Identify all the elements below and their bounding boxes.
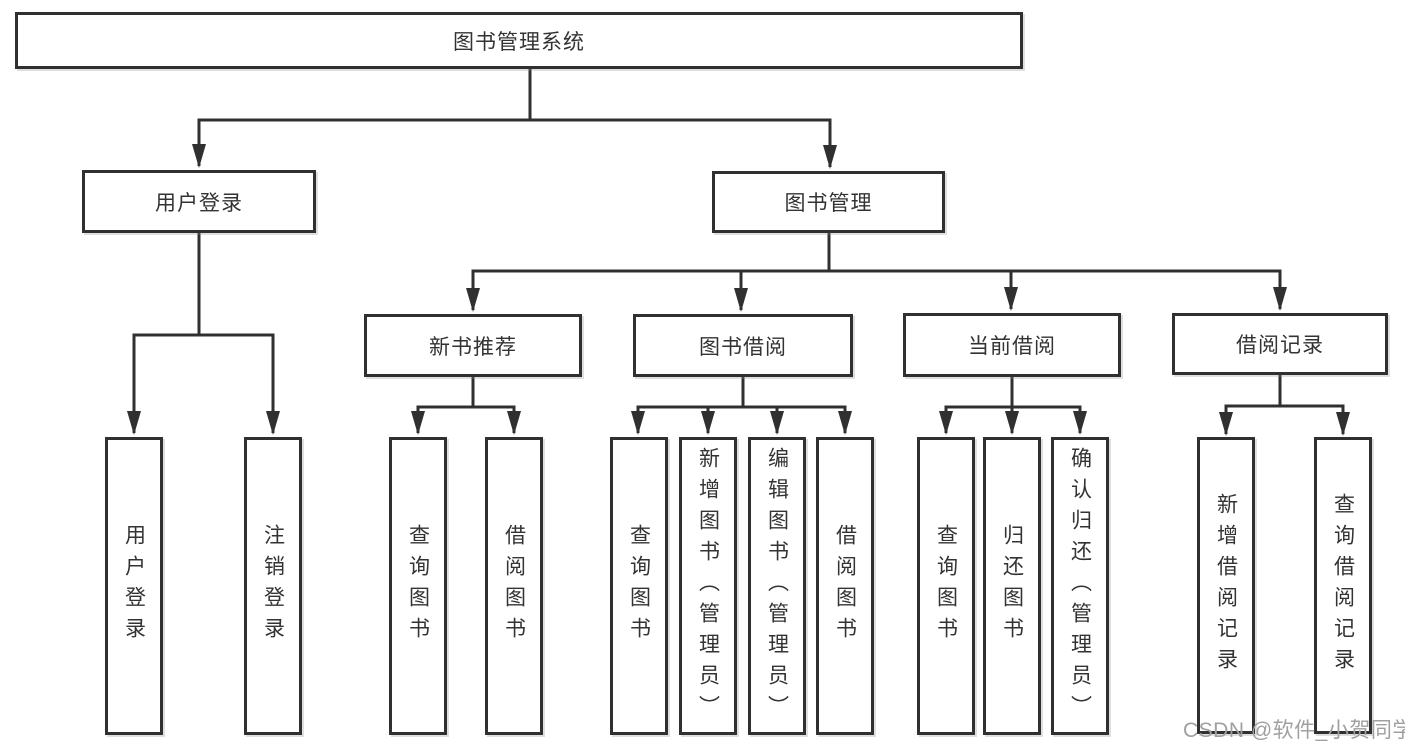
node-borrowing-records: 借阅记录 xyxy=(1172,313,1388,375)
csdn-watermark: CSDN @软件_小贺同学 xyxy=(1183,719,1405,742)
leaf-bb-borrow-books: 借阅图书 xyxy=(816,437,874,735)
leaf-cb-return-books-label: 归还图书 xyxy=(1000,524,1024,648)
leaf-user-login-label: 用户登录 xyxy=(122,524,146,648)
leaf-bb-edit-books-admin: 编辑图书（管理员） xyxy=(748,437,806,735)
node-borrowing-records-label: 借阅记录 xyxy=(1236,334,1324,357)
node-current-borrowing-label: 当前借阅 xyxy=(968,335,1056,358)
node-book-management: 图书管理 xyxy=(712,171,945,233)
leaf-br-query-record: 查询借阅记录 xyxy=(1314,437,1372,734)
node-root-label: 图书管理系统 xyxy=(453,30,585,54)
leaf-cb-confirm-return-admin-label: 确认归还（管理员） xyxy=(1068,446,1092,726)
leaf-br-query-record-label: 查询借阅记录 xyxy=(1331,492,1355,679)
leaf-nb-query-books: 查询图书 xyxy=(389,437,447,735)
leaf-cb-query-books-label: 查询图书 xyxy=(934,524,958,648)
leaf-logout: 注销登录 xyxy=(244,437,302,735)
node-current-borrowing: 当前借阅 xyxy=(903,313,1121,377)
leaf-br-add-record: 新增借阅记录 xyxy=(1197,437,1255,734)
leaf-logout-label: 注销登录 xyxy=(261,524,285,648)
leaf-br-add-record-label: 新增借阅记录 xyxy=(1214,492,1238,679)
leaf-nb-borrow-books: 借阅图书 xyxy=(485,437,543,735)
leaf-bb-query-books-label: 查询图书 xyxy=(627,524,651,648)
leaf-cb-query-books: 查询图书 xyxy=(917,437,975,735)
leaf-cb-return-books: 归还图书 xyxy=(983,437,1041,735)
node-book-borrowing: 图书借阅 xyxy=(633,314,853,377)
leaf-user-login: 用户登录 xyxy=(105,437,163,735)
node-book-management-label: 图书管理 xyxy=(784,192,873,215)
node-new-book-recommendation: 新书推荐 xyxy=(364,314,582,377)
leaf-bb-edit-books-admin-label: 编辑图书（管理员） xyxy=(765,446,789,726)
leaf-bb-add-books-admin-label: 新增图书（管理员） xyxy=(696,446,720,726)
node-new-book-recommendation-label: 新书推荐 xyxy=(429,335,517,359)
leaf-bb-query-books: 查询图书 xyxy=(610,437,668,735)
leaf-bb-add-books-admin: 新增图书（管理员） xyxy=(679,437,737,735)
leaf-cb-confirm-return-admin: 确认归还（管理员） xyxy=(1051,437,1109,735)
node-user-login: 用户登录 xyxy=(82,170,316,233)
node-user-login-label: 用户登录 xyxy=(155,191,243,215)
node-root: 图书管理系统 xyxy=(15,12,1023,69)
node-book-borrowing-label: 图书借阅 xyxy=(699,335,787,359)
leaf-nb-borrow-books-label: 借阅图书 xyxy=(502,524,526,648)
leaf-nb-query-books-label: 查询图书 xyxy=(406,524,430,648)
leaf-bb-borrow-books-label: 借阅图书 xyxy=(833,524,857,648)
